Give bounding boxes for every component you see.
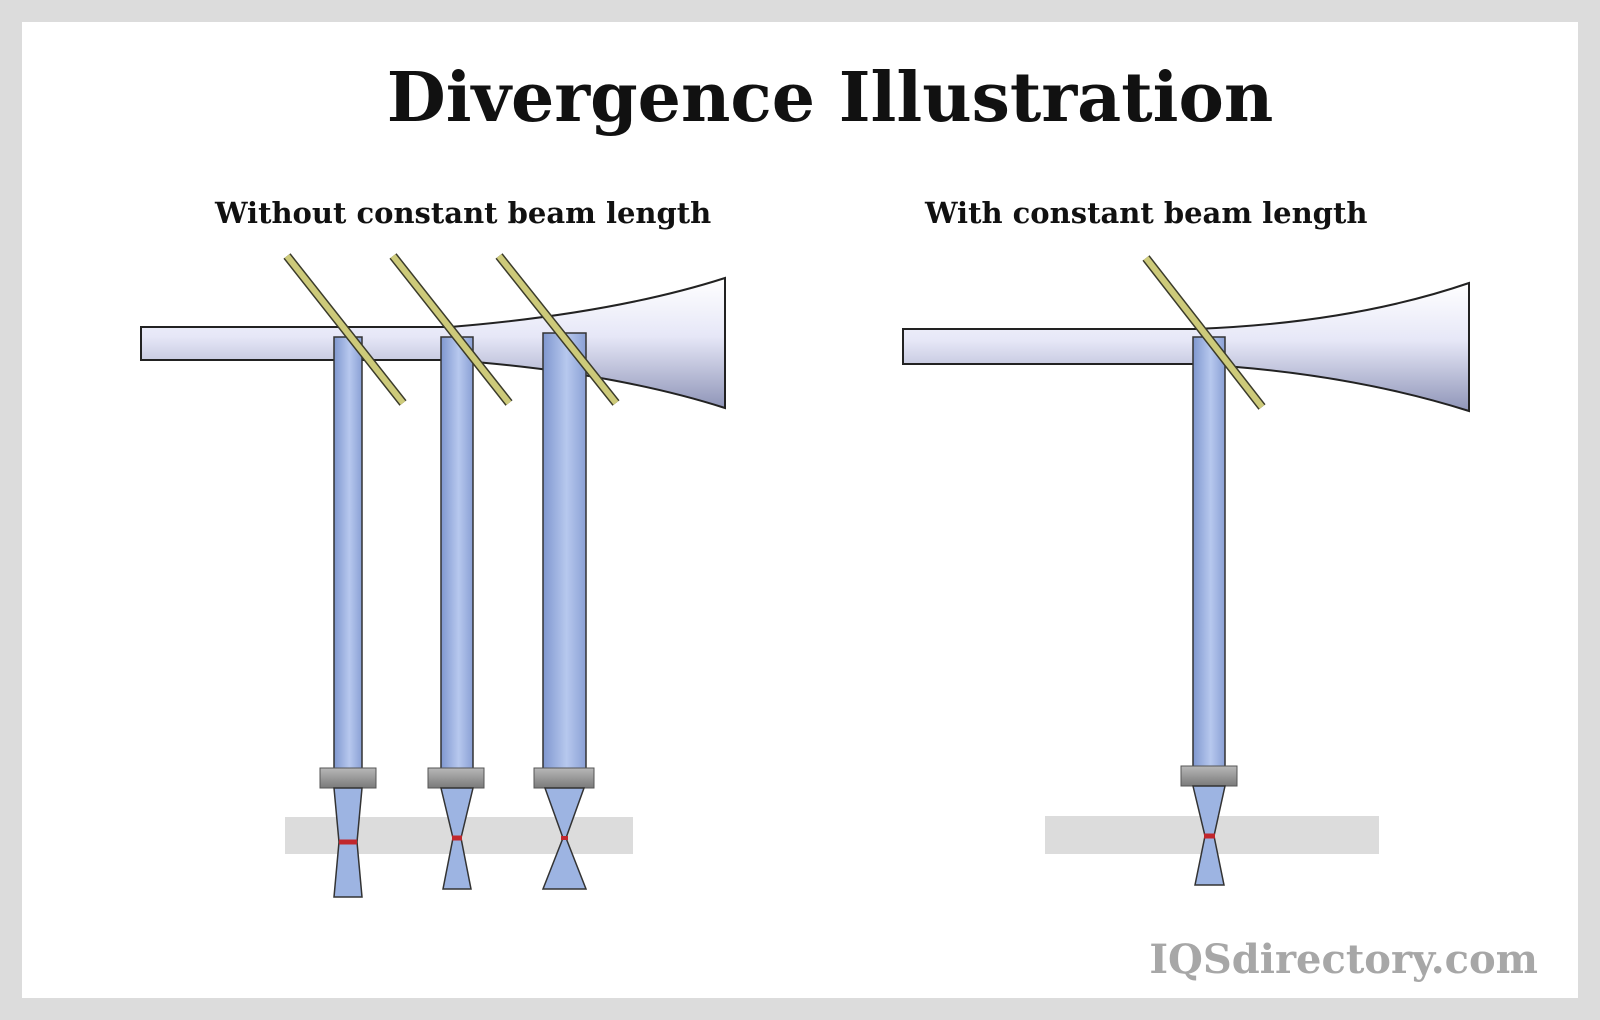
cutting-head-1 <box>319 336 377 789</box>
vertical-beam <box>542 332 587 770</box>
diagram-with-constant-beam-length <box>902 255 1470 886</box>
vertical-beam <box>440 336 474 770</box>
watermark-logo: IQSdirectory.com <box>1149 936 1538 983</box>
lens-ring <box>533 767 595 789</box>
cutting-head-2 <box>427 336 485 789</box>
lens-ring <box>1180 765 1238 787</box>
cutting-head-3 <box>533 332 595 789</box>
horizontal-beam <box>140 276 726 410</box>
vertical-beam <box>1192 336 1226 768</box>
label-with-constant-beam-length: With constant beam length <box>925 196 1368 230</box>
page-title: Divergence Illustration <box>386 58 1274 138</box>
label-without-constant-beam-length: Without constant beam length <box>215 196 712 230</box>
mirror-3-face <box>496 254 619 405</box>
lens-ring <box>427 767 485 789</box>
lens-ring <box>319 767 377 789</box>
cutting-head <box>1180 336 1238 787</box>
mirror-1-face <box>284 254 406 405</box>
diagram-without-constant-beam-length <box>140 253 726 898</box>
mirror-face <box>1143 256 1265 409</box>
vertical-beam <box>333 336 363 770</box>
horizontal-beam <box>902 281 1470 413</box>
mirror-2-face <box>390 254 512 405</box>
